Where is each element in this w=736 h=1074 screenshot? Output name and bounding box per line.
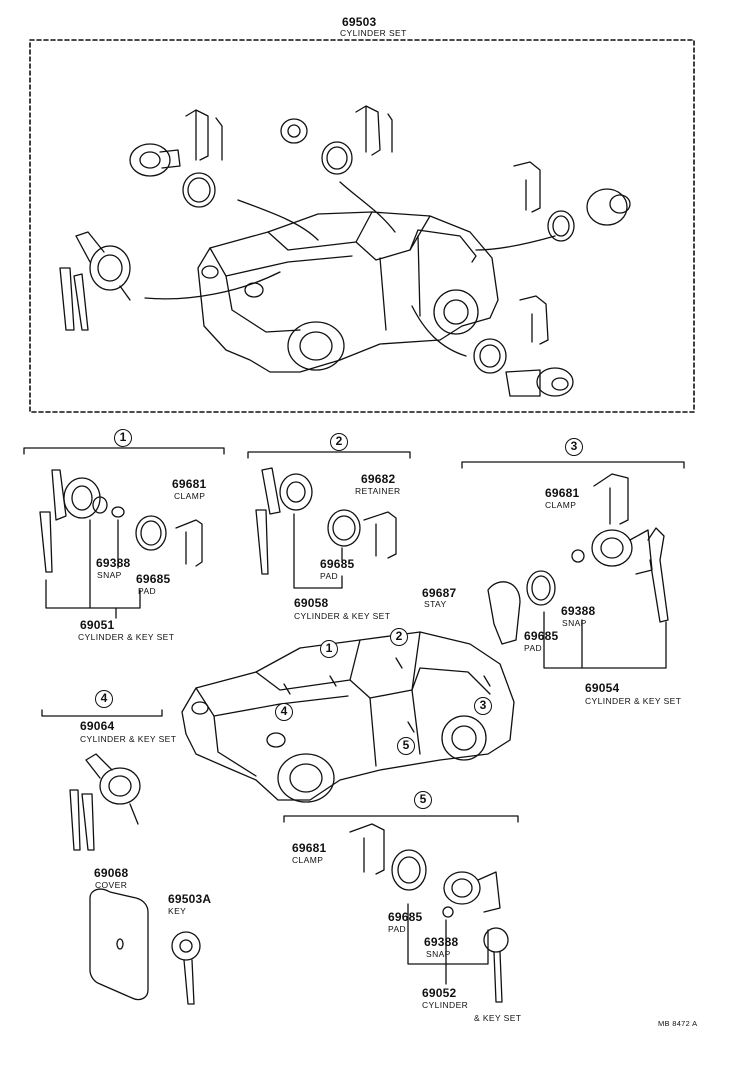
g2-set-number: 69058 [294, 596, 329, 610]
car-callout-4: 4 [275, 703, 293, 721]
g5-set-name-line2: & KEY SET [474, 1013, 522, 1023]
g5-clamp-number: 69681 [292, 841, 327, 855]
g3-clamp-number: 69681 [545, 486, 580, 500]
g5-snap-number: 69388 [424, 935, 459, 949]
g5-pad-number: 69685 [388, 910, 423, 924]
car-callout-3: 3 [474, 697, 492, 715]
g5-set-number: 69052 [422, 986, 457, 1000]
g3-stay-name: STAY [424, 599, 447, 609]
g1-snap-number: 69388 [96, 556, 131, 570]
group3-parts [487, 473, 669, 669]
callout-1: 1 [114, 429, 132, 447]
g1-set-name: CYLINDER & KEY SET [78, 632, 175, 642]
callout-2: 2 [330, 433, 348, 451]
car-callout-2: 2 [390, 628, 408, 646]
g3-pad-name: PAD [524, 643, 543, 653]
header-part-number: 69503 [342, 15, 377, 29]
g1-snap-name: SNAP [97, 570, 122, 580]
group4-parts [69, 753, 201, 1005]
top-car-illustration [144, 181, 556, 373]
g1-pad-name: PAD [138, 586, 157, 596]
g1-set-number: 69051 [80, 618, 115, 632]
g2-retainer-number: 69682 [361, 472, 396, 486]
top-parts [59, 105, 631, 397]
g2-retainer-name: RETAINER [355, 486, 401, 496]
diagram-reference-code: MB 8472 A [658, 1019, 698, 1028]
g3-set-name: CYLINDER & KEY SET [585, 696, 682, 706]
g5-pad-name: PAD [388, 924, 407, 934]
header-part-name: CYLINDER SET [340, 28, 407, 38]
g1-clamp-name: CLAMP [174, 491, 206, 501]
g4-key-name: KEY [168, 906, 187, 916]
g3-clamp-name: CLAMP [545, 500, 577, 510]
g4-set-name: CYLINDER & KEY SET [80, 734, 177, 744]
g5-set-name-line1: CYLINDER [422, 1000, 469, 1010]
middle-car-illustration [181, 631, 515, 803]
g2-pad-number: 69685 [320, 557, 355, 571]
g3-pad-number: 69685 [524, 629, 559, 643]
group-brackets [23, 447, 685, 823]
g4-cover-number: 69068 [94, 866, 129, 880]
g2-set-name: CYLINDER & KEY SET [294, 611, 391, 621]
group5-parts [349, 823, 509, 1003]
g3-snap-number: 69388 [561, 604, 596, 618]
group2-parts [255, 467, 397, 589]
group1-parts [39, 469, 203, 619]
g1-pad-number: 69685 [136, 572, 171, 586]
g3-stay-number: 69687 [422, 586, 457, 600]
car-callout-5: 5 [397, 737, 415, 755]
car-callout-1: 1 [320, 640, 338, 658]
g1-clamp-number: 69681 [172, 477, 207, 491]
g5-snap-name: SNAP [426, 949, 451, 959]
callout-3: 3 [565, 438, 583, 456]
g5-clamp-name: CLAMP [292, 855, 324, 865]
cylinder-set-frame [29, 39, 695, 413]
g3-snap-name: SNAP [562, 618, 587, 628]
g4-key-number: 69503A [168, 892, 212, 906]
callout-5: 5 [414, 791, 432, 809]
g3-set-number: 69054 [585, 681, 620, 695]
g4-set-number: 69064 [80, 719, 115, 733]
callout-4: 4 [95, 690, 113, 708]
g2-pad-name: PAD [320, 571, 339, 581]
g4-cover-name: COVER [95, 880, 128, 890]
